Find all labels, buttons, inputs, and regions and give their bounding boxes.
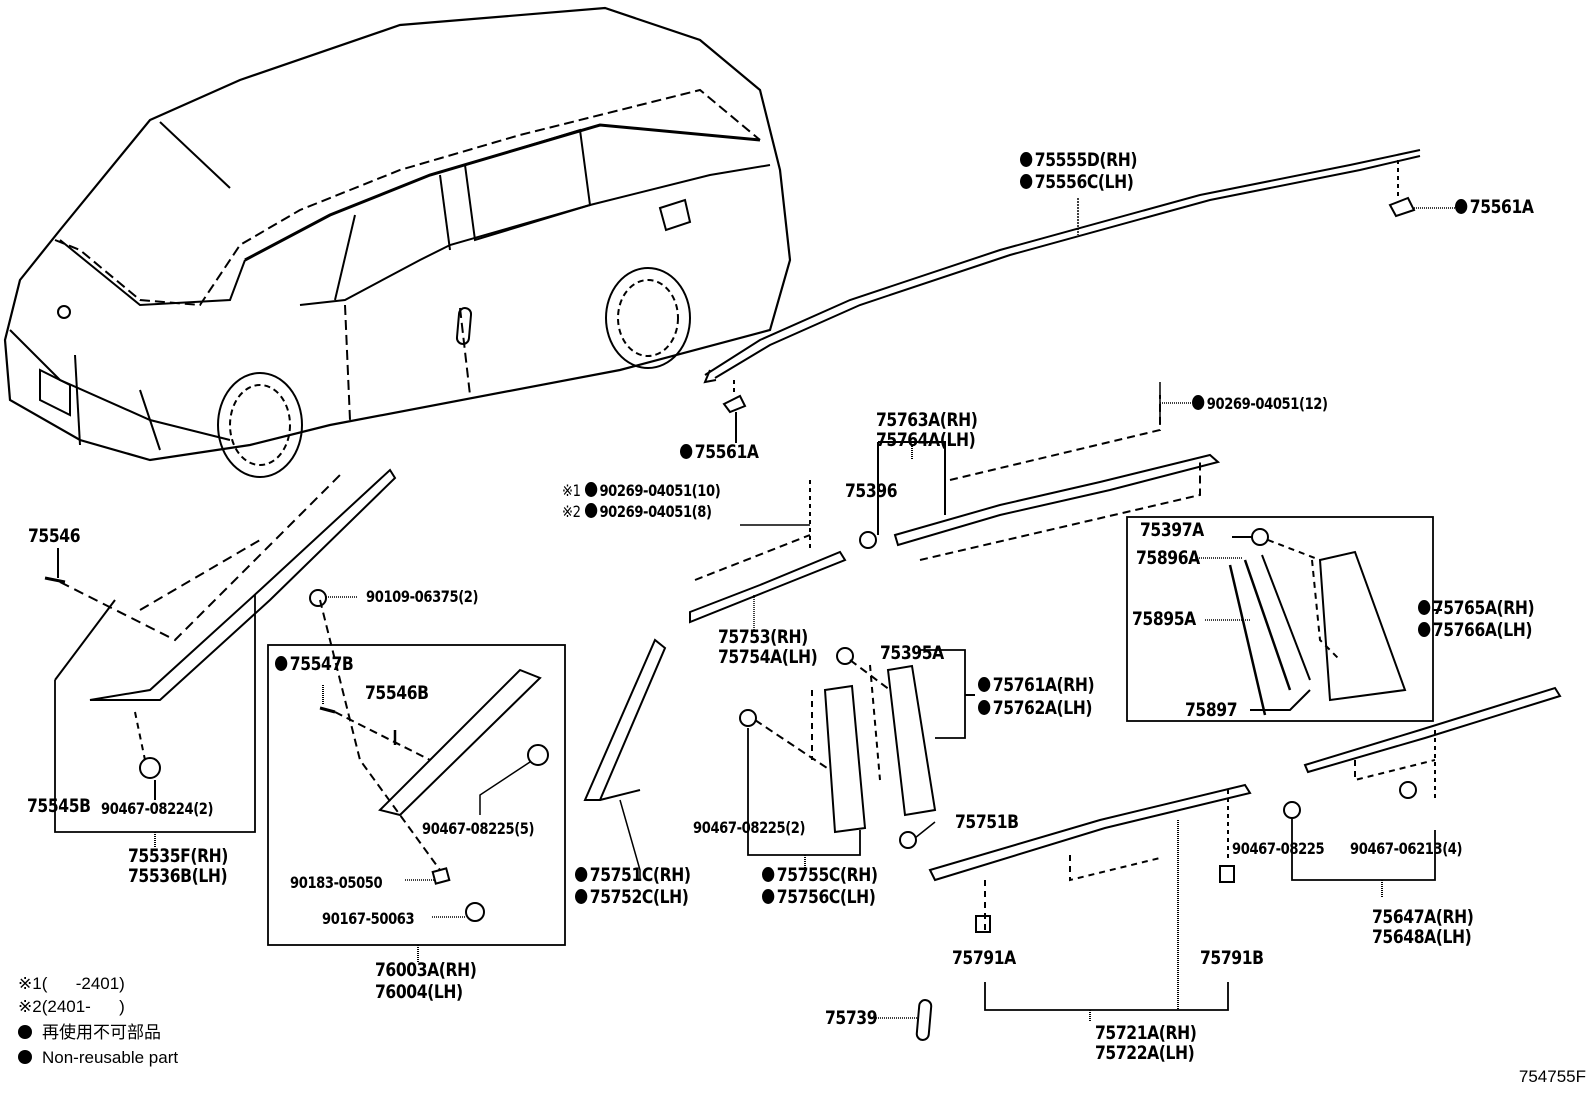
part-label-clip-75546b[interactable]: 75546B <box>365 682 429 704</box>
non-reusable-dot-icon <box>575 889 588 904</box>
non-reusable-dot-icon <box>762 867 775 882</box>
part-label-rear-garnish-rh[interactable]: 75765A(RH) <box>1418 598 1535 619</box>
part-label-emblem-75739[interactable]: 75739 <box>825 1007 878 1029</box>
part-label-clip-90467-08224[interactable]: 90467-08224(2) <box>101 799 214 818</box>
door-moulding-drawing <box>870 783 1252 1041</box>
part-label-belt-mould-lh[interactable]: 75764A(LH) <box>876 429 976 451</box>
non-reusable-dot-icon <box>18 1050 32 1064</box>
non-reusable-dot-icon <box>1192 395 1205 410</box>
non-reusable-dot-icon <box>1020 152 1033 167</box>
vehicle-illustration <box>3 6 792 478</box>
part-label-roof-drip-lh[interactable]: 75556C(LH) <box>1020 172 1134 193</box>
roof-drip-moulding-drawing <box>703 149 1455 443</box>
part-label-cowl-rh[interactable]: 76003A(RH) <box>375 959 477 981</box>
part-label-door-mould-rh[interactable]: 75721A(RH) <box>1095 1022 1197 1044</box>
part-label-clip-75751b[interactable]: 75751B <box>955 811 1019 833</box>
non-reusable-dot-icon <box>275 656 288 671</box>
non-reusable-dot-icon <box>1455 199 1468 214</box>
part-label-screw-90269-10[interactable]: ※1 90269-04051(10) <box>562 481 721 500</box>
part-label-front-belt-lh[interactable]: 75754A(LH) <box>718 646 818 668</box>
part-label-pillar-garnish-rh[interactable]: 75761A(RH) <box>978 675 1095 696</box>
part-label-windshield-mould-lh[interactable]: 75536B(LH) <box>128 865 228 887</box>
non-reusable-dot-icon <box>575 867 588 882</box>
part-label-front-pillar-lh[interactable]: 75752C(LH) <box>575 887 689 908</box>
part-label-screw-90269-12[interactable]: 90269-04051(12) <box>1192 393 1328 414</box>
part-label-nut-90167[interactable]: 90167-50063 <box>322 909 415 928</box>
part-label-windshield-mould-rh[interactable]: 75535F(RH) <box>128 845 229 867</box>
legend-non-reusable-ja: 再使用不可部品 <box>18 1021 161 1044</box>
part-label-center-pillar-rh[interactable]: 75755C(RH) <box>762 865 878 886</box>
part-label-clip-90467-06213[interactable]: 90467-06213(4) <box>1350 839 1463 858</box>
rear-quarter-garnish-group-drawing <box>1126 516 1442 722</box>
part-label-nut-90183[interactable]: 90183-05050 <box>290 873 383 892</box>
cowl-group-drawing <box>267 589 566 962</box>
part-label-screw-90269-8[interactable]: ※2 90269-04051(8) <box>562 502 712 521</box>
non-reusable-dot-icon <box>1418 622 1431 637</box>
part-label-roof-drip-rh[interactable]: 75555D(RH) <box>1020 150 1137 171</box>
legend-note-2: ※2(2401- ) <box>18 997 125 1016</box>
windshield-moulding-drawing <box>44 468 397 848</box>
part-label-clip-75546[interactable]: 75546 <box>28 525 81 547</box>
part-label-clip-75561a-mid[interactable]: 75561A <box>680 442 759 463</box>
non-reusable-dot-icon <box>978 700 991 715</box>
front-pillar-garnish-drawing <box>583 638 667 880</box>
part-label-clip-90467-08225-r[interactable]: 90467-08225 <box>1232 839 1325 858</box>
non-reusable-dot-icon <box>584 503 597 518</box>
part-label-clip-75395a[interactable]: 75395A <box>880 642 944 664</box>
legend-note-1: ※1( -2401) <box>18 974 125 993</box>
part-label-clip-75397a[interactable]: 75397A <box>1140 519 1204 541</box>
part-label-seal-75897[interactable]: 75897 <box>1185 699 1238 721</box>
non-reusable-dot-icon <box>762 889 775 904</box>
part-label-clip-75545b[interactable]: 75545B <box>27 795 91 817</box>
part-label-seal-75895a[interactable]: 75895A <box>1132 608 1196 630</box>
part-label-clip-90467-08225-2[interactable]: 90467-08225(2) <box>693 818 806 837</box>
non-reusable-dot-icon <box>1418 600 1431 615</box>
non-reusable-dot-icon <box>584 482 597 497</box>
part-label-belt-mould-rh[interactable]: 75763A(RH) <box>876 409 978 431</box>
part-label-clip-90467-08225-5[interactable]: 90467-08225(5) <box>422 819 535 838</box>
legend-non-reusable-en: Non-reusable part <box>18 1046 178 1069</box>
non-reusable-dot-icon <box>1020 174 1033 189</box>
part-label-clip-75561a-top[interactable]: 75561A <box>1455 197 1534 218</box>
non-reusable-dot-icon <box>978 677 991 692</box>
part-label-front-pillar-rh[interactable]: 75751C(RH) <box>575 865 691 886</box>
front-belt-moulding-drawing <box>689 480 847 632</box>
part-label-clip-75547b[interactable]: 75547B <box>275 654 354 675</box>
part-label-quarter-mould-lh[interactable]: 75648A(LH) <box>1372 926 1472 948</box>
part-label-cowl-lh[interactable]: 76004(LH) <box>375 981 463 1003</box>
part-label-center-pillar-lh[interactable]: 75756C(LH) <box>762 887 876 908</box>
part-label-bolt-90109[interactable]: 90109-06375(2) <box>366 587 479 606</box>
part-label-seal-75896a[interactable]: 75896A <box>1136 547 1200 569</box>
belt-moulding-drawing <box>859 382 1221 561</box>
part-label-clip-75791b[interactable]: 75791B <box>1200 947 1264 969</box>
diagram-reference-code: 754755F <box>1518 1067 1586 1086</box>
part-label-pillar-garnish-lh[interactable]: 75762A(LH) <box>978 698 1093 719</box>
quarter-moulding-drawing <box>1227 686 1562 897</box>
center-pillar-garnish-drawing <box>739 647 975 870</box>
part-label-quarter-mould-rh[interactable]: 75647A(RH) <box>1372 906 1474 928</box>
part-label-clip-75396[interactable]: 75396 <box>845 480 898 502</box>
non-reusable-dot-icon <box>18 1025 32 1039</box>
non-reusable-dot-icon <box>680 444 693 459</box>
part-label-clip-75791a[interactable]: 75791A <box>952 947 1016 969</box>
part-label-door-mould-lh[interactable]: 75722A(LH) <box>1095 1042 1195 1064</box>
part-label-rear-garnish-lh[interactable]: 75766A(LH) <box>1418 620 1533 641</box>
part-label-front-belt-rh[interactable]: 75753(RH) <box>718 626 808 648</box>
